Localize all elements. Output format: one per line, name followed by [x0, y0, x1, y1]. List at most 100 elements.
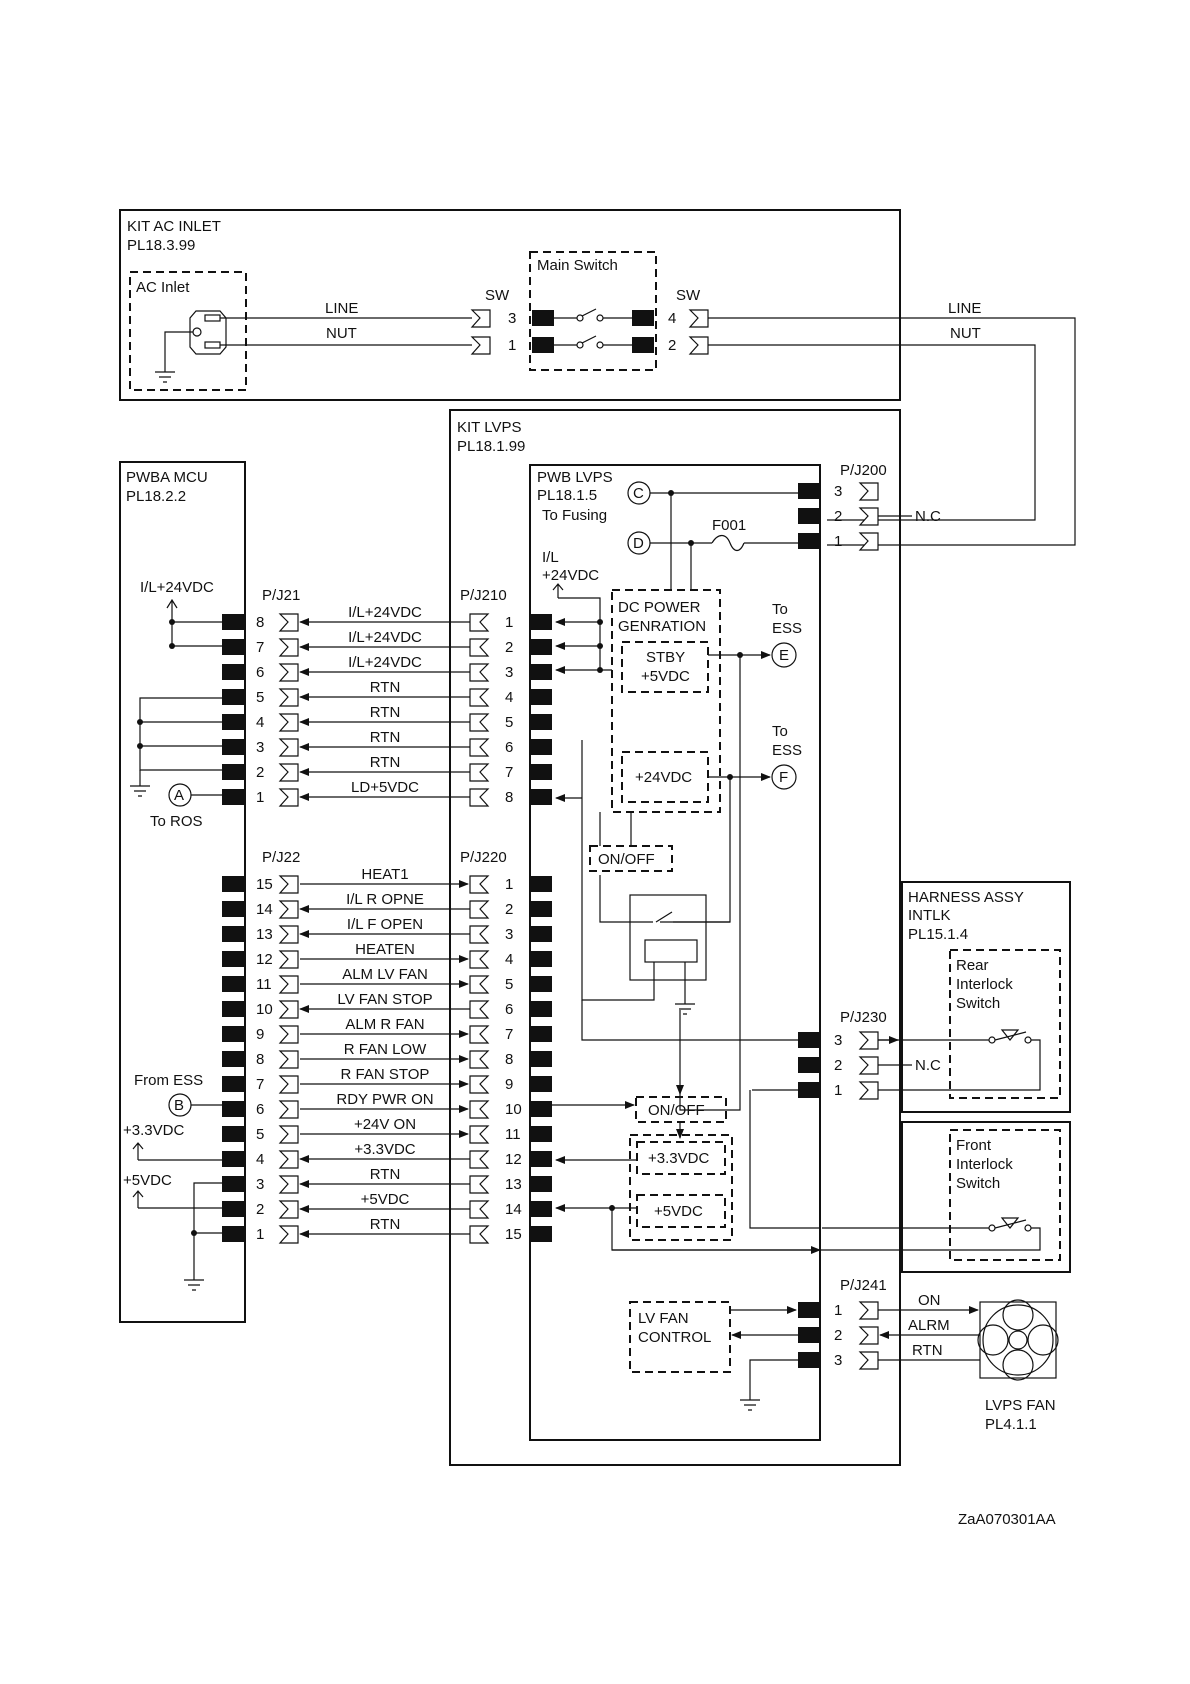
lvps-pin: [530, 614, 552, 630]
pj230-nc: N.C: [915, 1057, 941, 1074]
pj21-pin-right: 5: [505, 714, 513, 731]
front-interlock-dashed-box: [949, 1129, 1061, 1261]
pj21-pin-right: 3: [505, 664, 513, 681]
v5-label: +5VDC: [654, 1203, 703, 1220]
ground-icon: [155, 371, 175, 383]
pj22-pin-left: 10: [256, 1001, 273, 1018]
pj21-left-connector: [278, 663, 299, 682]
to-ess-b-1: To: [772, 723, 788, 740]
lvps-pin: [530, 739, 552, 755]
pj22-left-connector: [278, 1150, 299, 1169]
pj22-left-connector: [278, 1175, 299, 1194]
lvps-internal-wiring: [552, 618, 636, 1212]
pj22-pin-right: 13: [505, 1176, 522, 1193]
pj21-pin-right: 4: [505, 689, 513, 706]
lv-fan-label-2: CONTROL: [638, 1329, 711, 1346]
pwba-mcu-box: [119, 461, 246, 1323]
pj22-pin-right: 6: [505, 1001, 513, 1018]
pj22-pin-right: 9: [505, 1076, 513, 1093]
pj22-signal: I/L R OPNE: [346, 891, 424, 908]
mcu-pin: [222, 1001, 244, 1017]
mcu-pin: [222, 789, 244, 805]
pj22-right-connector: [469, 900, 490, 919]
main-switch-label: Main Switch: [537, 257, 618, 274]
pj21-left-connector: [278, 788, 299, 807]
out-wire-line: LINE: [948, 300, 981, 317]
mcu-pin: [222, 951, 244, 967]
mcu-pin: [222, 1076, 244, 1092]
pj22-left-connector: [278, 1225, 299, 1244]
pj22-signal: HEAT1: [361, 866, 408, 883]
pwb-lvps-part: PL18.1.5: [537, 487, 597, 504]
pj22-pin-left: 14: [256, 901, 273, 918]
pj21-pin-left: 7: [256, 639, 264, 656]
front-interlock-1: Front: [956, 1137, 992, 1154]
pj22-right-connector: [469, 875, 490, 894]
pj22-pin-right: 15: [505, 1226, 522, 1243]
front-interlock-3: Switch: [956, 1175, 1000, 1192]
pj241-pin: 3: [834, 1352, 842, 1369]
pj21-pin-left: 3: [256, 739, 264, 756]
pj22-pin-right: 11: [505, 1126, 521, 1143]
pj21-right-connector: [469, 688, 490, 707]
pj22-left-connector: [278, 1050, 299, 1069]
relay-coil-icon: [644, 939, 698, 963]
to-ess-a-2: ESS: [772, 620, 802, 637]
pj241-pin: 1: [834, 1302, 842, 1319]
pj22-pin-right: 10: [505, 1101, 522, 1118]
pj21-right-connector: [469, 713, 490, 732]
pj22-signal: R FAN STOP: [341, 1066, 430, 1083]
pj22-pin-right: 8: [505, 1051, 513, 1068]
pj22-pin-right: 2: [505, 901, 513, 918]
rear-interlock-1: Rear: [956, 957, 989, 974]
pj21-left-connector: [278, 713, 299, 732]
pj22-right-connector: [469, 1025, 490, 1044]
pj200-label: P/J200: [840, 462, 887, 479]
kit-ac-inlet-title: KIT AC INLET: [127, 218, 221, 235]
pj22-row: 14 2 I/L R OPNE: [222, 891, 552, 919]
pj22-left-connector: [278, 925, 299, 944]
pwba-mcu-title: PWBA MCU: [126, 469, 208, 486]
rear-interlock-3: Switch: [956, 995, 1000, 1012]
pj22-signal: +3.3VDC: [354, 1141, 415, 1158]
fan-part: PL4.1.1: [985, 1416, 1037, 1433]
lvps-pin: [530, 639, 552, 655]
harness-box: [901, 881, 1071, 1113]
pj22-left-connector: [278, 1100, 299, 1119]
lvps-pin: [530, 1001, 552, 1017]
stby-label-1: STBY: [646, 649, 685, 666]
pj22-right-connector: [469, 1100, 490, 1119]
stby-dashed-box: [621, 641, 709, 693]
ac-inlet-dashed-box: [129, 271, 247, 391]
main-switch-dashed-box: [529, 251, 657, 371]
pj21-signal: LD+5VDC: [351, 779, 419, 796]
pj22-signal: RDY PWR ON: [336, 1091, 433, 1108]
dc-power-dashed-box: [611, 589, 721, 813]
pj241-signal: ON: [918, 1292, 941, 1309]
mcu-pin: [222, 689, 244, 705]
pj21-pin-right: 1: [505, 614, 513, 631]
pj21-pin-left: 4: [256, 714, 264, 731]
lvps-pin: [530, 1201, 552, 1217]
lvps-pin: [530, 876, 552, 892]
pj241-pin: 2: [834, 1327, 842, 1344]
ac-wire-line: LINE: [325, 300, 358, 317]
circle-f-label: F: [779, 769, 788, 786]
mcu-v33: +3.3VDC: [123, 1122, 184, 1139]
pj22-left-connector: [278, 875, 299, 894]
circle-a-label: A: [174, 787, 184, 804]
pj22-pin-left: 5: [256, 1126, 264, 1143]
mcu-pin: [222, 1101, 244, 1117]
pj21-pin-right: 2: [505, 639, 513, 656]
pj22-pin-right: 7: [505, 1026, 513, 1043]
mcu-v5: +5VDC: [123, 1172, 172, 1189]
ac-wire-nut: NUT: [326, 325, 357, 342]
main-switch-icon: [554, 308, 632, 346]
